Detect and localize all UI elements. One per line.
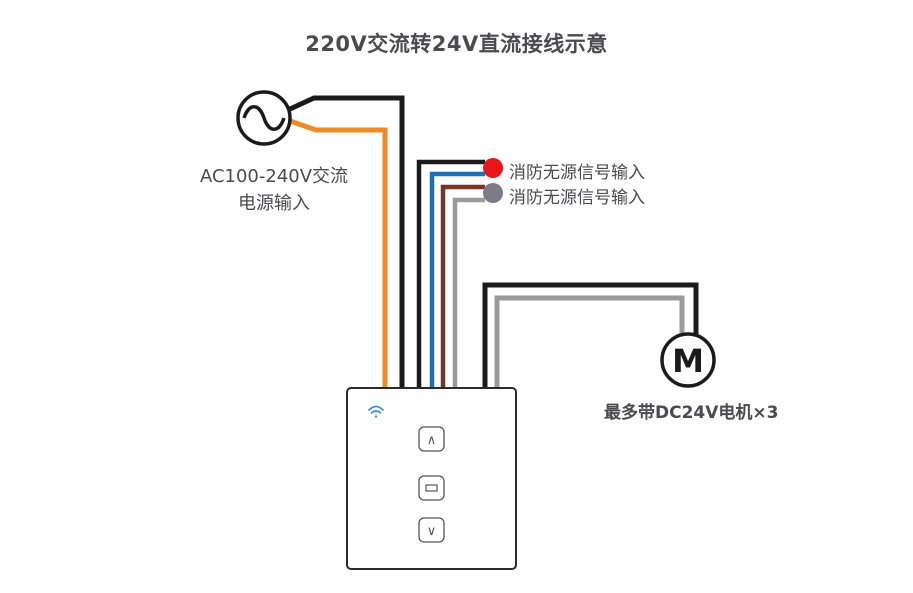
signal-input-label-1: 消防无源信号输入 [509, 163, 645, 183]
signal-wire-black [416, 159, 485, 388]
stop-button[interactable] [418, 475, 445, 501]
motor-label: 最多带DC24V电机×3 [604, 403, 779, 423]
ac-wire-orange [289, 118, 388, 388]
motor-wire-black [482, 282, 699, 388]
stop-icon [425, 484, 438, 492]
diagram-title: 220V交流转24V直流接线示意 [305, 32, 608, 56]
power-input-line2: 电源输入 [238, 193, 310, 214]
ac-source-icon [236, 90, 292, 146]
down-button[interactable]: ∨ [418, 517, 445, 543]
smart-switch-panel: ∧ ∨ [346, 387, 517, 570]
motor-symbol: M [672, 342, 704, 380]
chevron-up-icon: ∧ [427, 433, 437, 448]
signal-wire-gray [452, 197, 485, 388]
signal-input-label-2: 消防无源信号输入 [509, 188, 645, 208]
motor-wire-gray [494, 295, 685, 388]
wifi-icon [368, 405, 384, 418]
signal-wire-brown [440, 184, 485, 388]
chevron-down-icon: ∨ [427, 524, 437, 539]
signal-dot-gray [483, 183, 503, 203]
signal-wire-blue [429, 171, 485, 388]
power-input-line1: AC100-240V交流 [199, 166, 349, 187]
motor-icon: M [660, 332, 716, 388]
power-input-label: AC100-240V交流 电源输入 [182, 163, 366, 217]
ac-wire-black [288, 95, 405, 388]
up-button[interactable]: ∧ [418, 426, 445, 452]
signal-dot-red [483, 158, 503, 178]
